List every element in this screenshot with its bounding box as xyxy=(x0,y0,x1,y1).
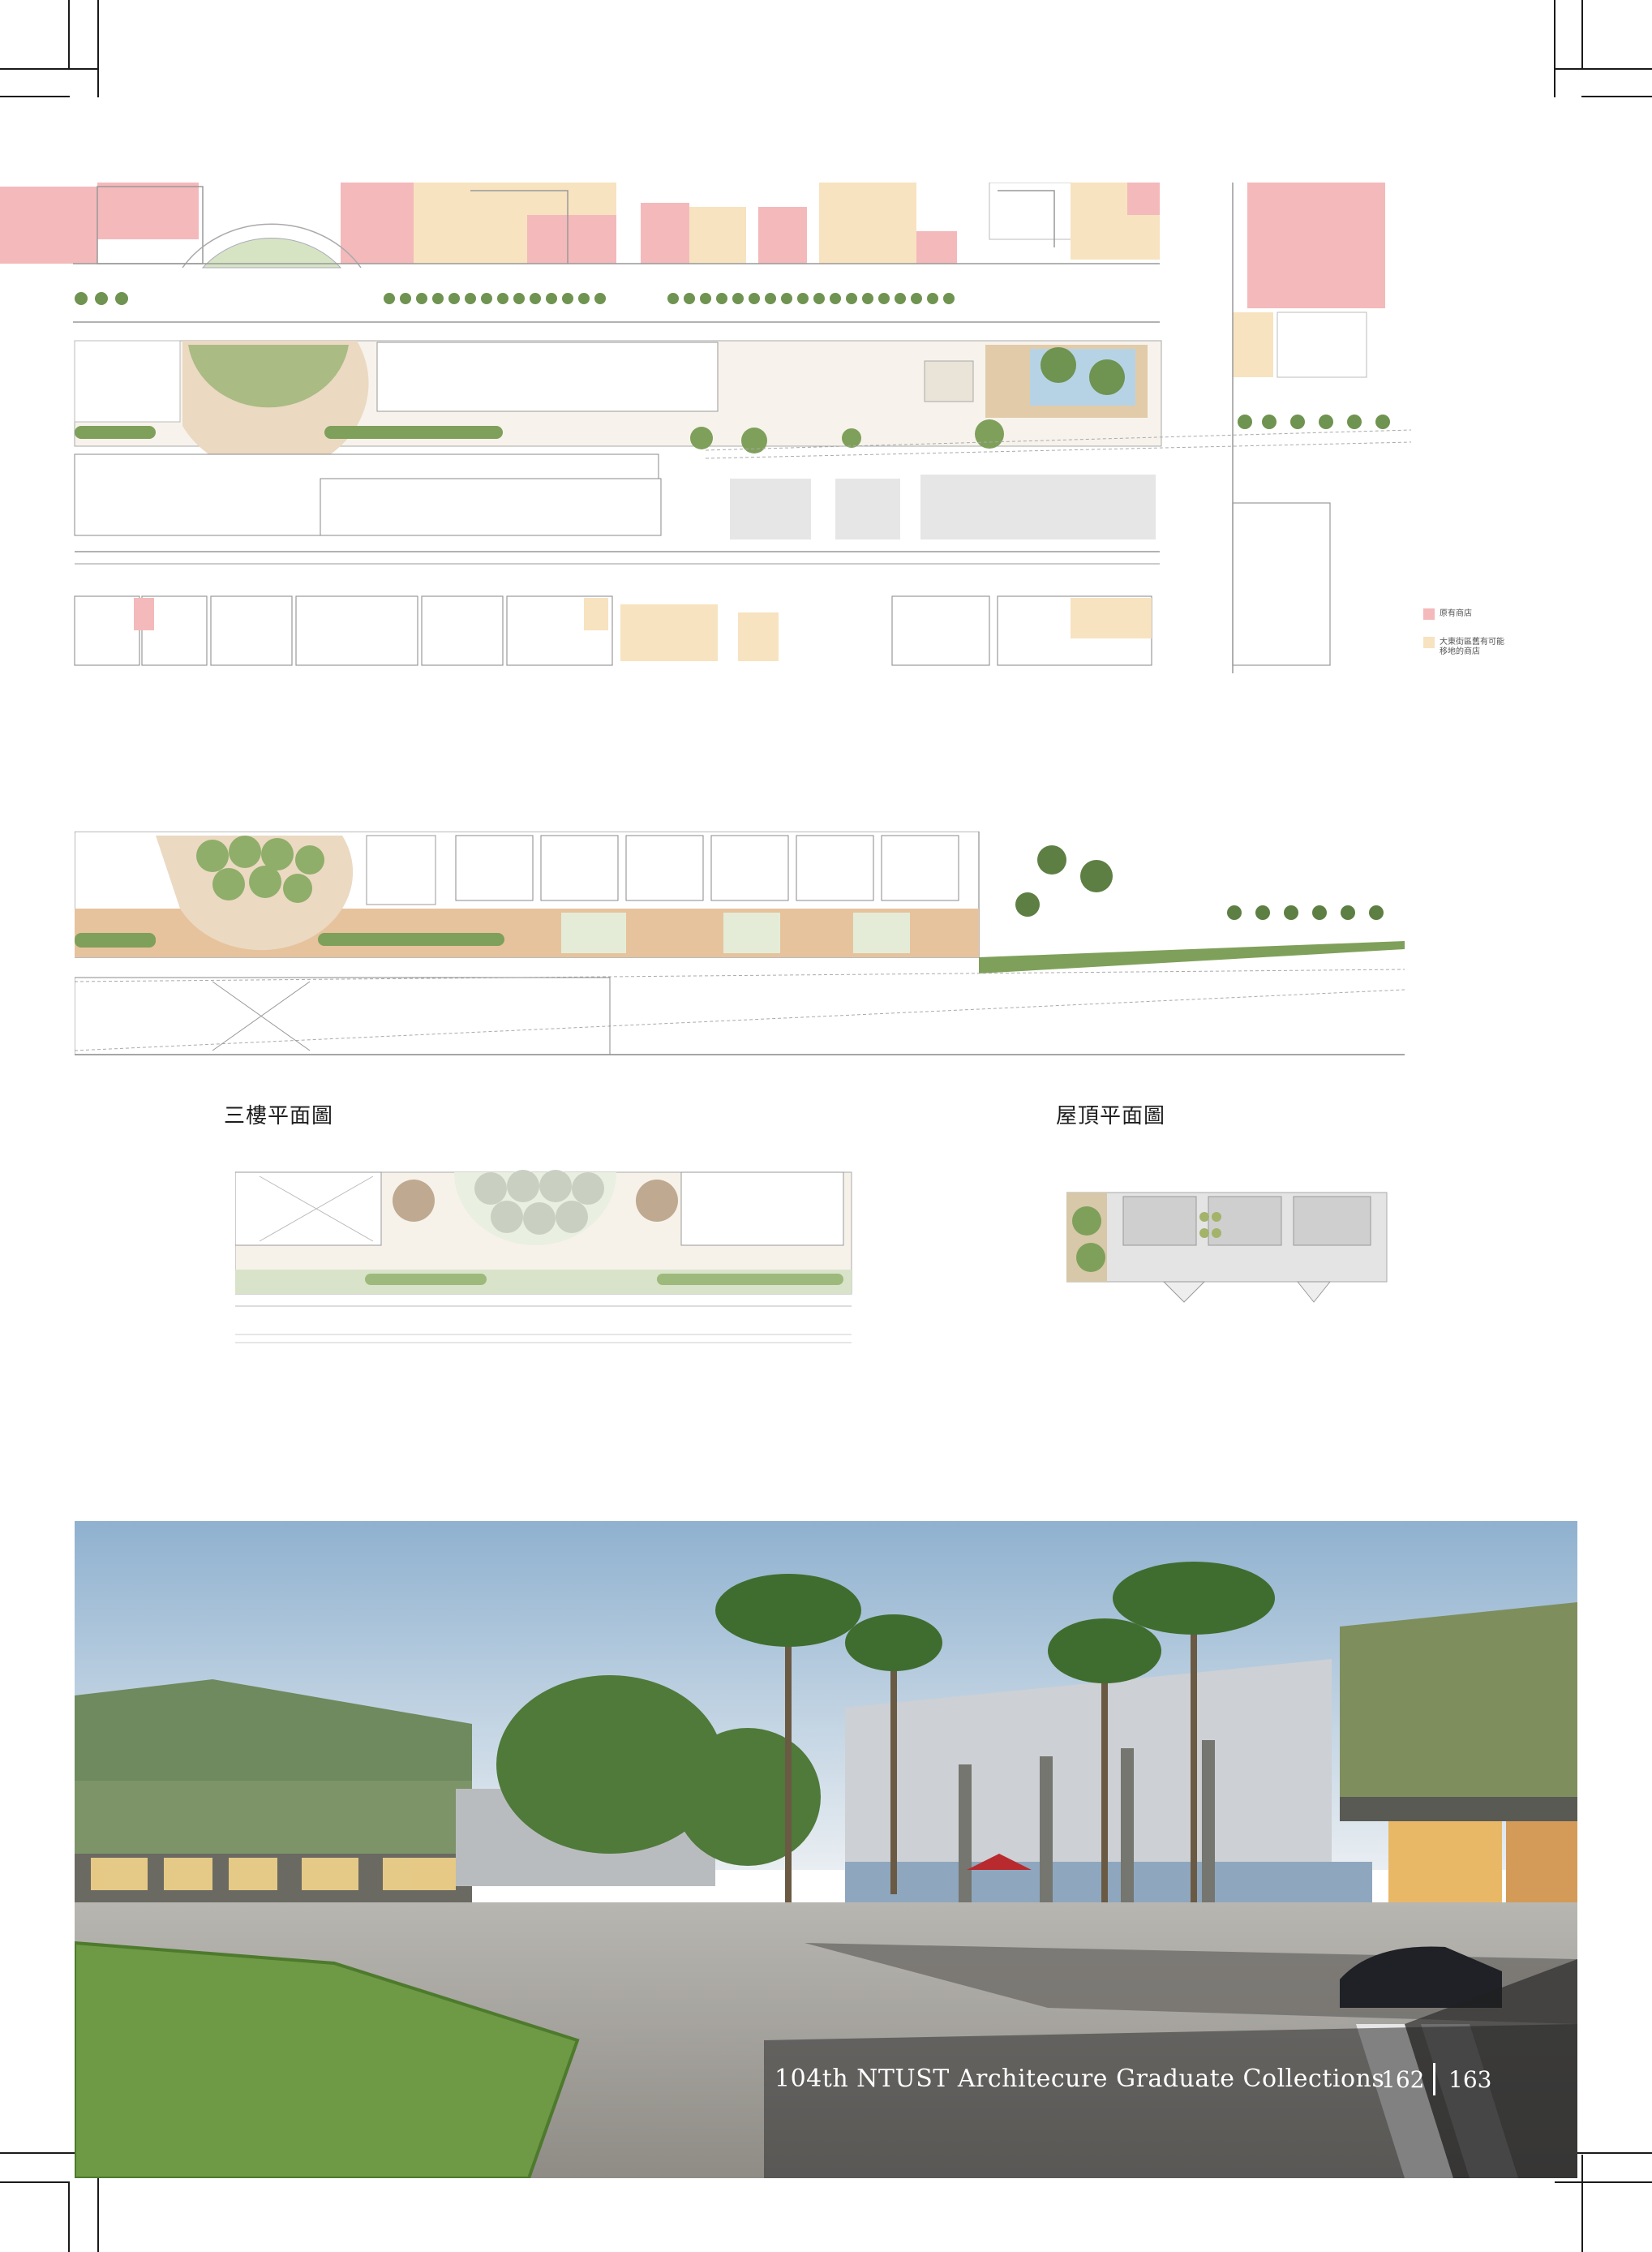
legend-label-relocated: 大東街區舊有可能 移地的商店 xyxy=(1440,638,1504,656)
legend-swatch-existing xyxy=(1423,608,1435,620)
site-plan-drawing xyxy=(0,182,1412,673)
roof-plan xyxy=(1066,1188,1391,1310)
roof-label: 屋頂平面圖 xyxy=(1056,1104,1166,1128)
floor-plan-2 xyxy=(74,831,1413,1059)
third-floor-label: 三樓平面圖 xyxy=(224,1104,334,1128)
perspective-rendering xyxy=(75,1521,1577,2178)
footer-title: 104th NTUST Architecure Graduate Collect… xyxy=(775,2065,1385,2093)
legend-swatch-relocated xyxy=(1423,637,1435,648)
legend-label-existing: 原有商店 xyxy=(1440,609,1472,618)
legend: 原有商店 大東街區舊有可能 移地的商店 xyxy=(1423,604,1521,661)
page-number-left: 162 xyxy=(1381,2066,1425,2093)
roof-plan-drawing xyxy=(1066,1192,1388,1303)
site-plan xyxy=(0,182,1412,673)
floor-plan-3-drawing xyxy=(234,1170,852,1343)
top-block-row xyxy=(0,182,1385,378)
rendering-scene xyxy=(75,1521,1577,2178)
page-divider xyxy=(1433,2063,1435,2095)
floor-plan-2-drawing xyxy=(74,831,1405,1055)
tree-row-street xyxy=(75,292,1390,429)
page-number-right: 163 xyxy=(1448,2066,1492,2093)
floor-plan-3 xyxy=(234,1168,856,1355)
